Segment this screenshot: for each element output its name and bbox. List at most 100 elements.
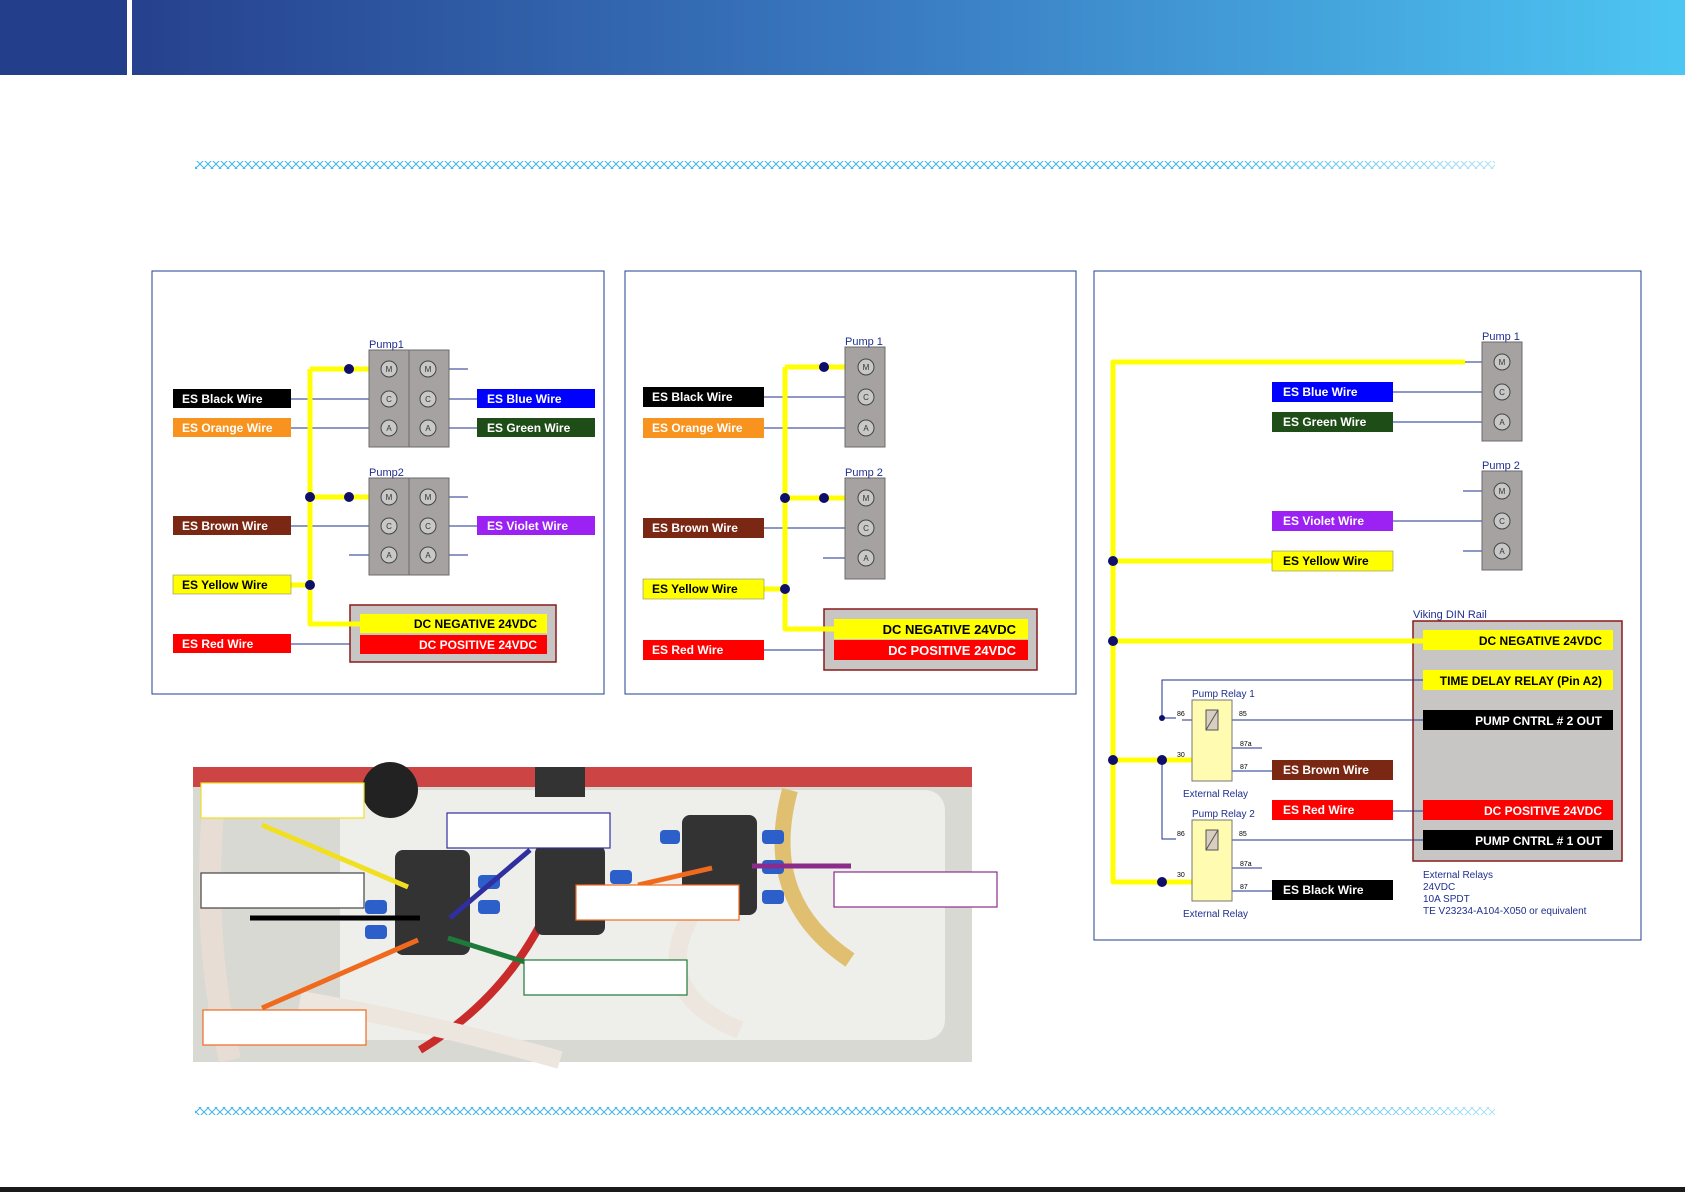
- p3-pump2: Pump 2 M C A: [1481, 460, 1523, 571]
- svg-text:10A SPDT: 10A SPDT: [1423, 894, 1470, 905]
- svg-text:C: C: [863, 524, 869, 533]
- svg-text:86: 86: [1177, 711, 1185, 718]
- svg-text:A: A: [386, 424, 392, 433]
- p3-label-black: ES Black Wire: [1283, 883, 1364, 897]
- p3-pump1: Pump 1 M C A: [1481, 331, 1523, 442]
- p1-label-yellow: ES Yellow Wire: [182, 578, 268, 592]
- svg-text:C: C: [425, 522, 431, 531]
- p3-label-green: ES Green Wire: [1283, 415, 1367, 429]
- wiring-photo: [193, 762, 998, 1069]
- svg-text:Pump Relay 1: Pump Relay 1: [1192, 689, 1255, 700]
- svg-text:External Relays: External Relays: [1423, 870, 1493, 881]
- p2-label-red: ES Red Wire: [652, 643, 724, 657]
- svg-text:M: M: [1499, 358, 1506, 367]
- p1-wire-labels: ES Black Wire ES Orange Wire ES Brown Wi…: [172, 389, 595, 653]
- svg-text:A: A: [863, 554, 869, 563]
- diagram-panel-2: DC NEGATIVE 24VDC DC POSITIVE 24VDC Pump…: [624, 270, 1077, 695]
- p2-label-brown: ES Brown Wire: [652, 521, 738, 535]
- svg-text:Pump 2: Pump 2: [1482, 460, 1520, 472]
- svg-text:A: A: [425, 424, 431, 433]
- p1-label-black: ES Black Wire: [182, 392, 263, 406]
- p1-label-red: ES Red Wire: [182, 637, 254, 651]
- p3-label-yellow: ES Yellow Wire: [1283, 554, 1369, 568]
- svg-text:M: M: [425, 493, 432, 502]
- p2-wire-labels: ES Black Wire ES Orange Wire ES Brown Wi…: [642, 387, 765, 660]
- svg-text:Pump 1: Pump 1: [845, 336, 883, 348]
- p3-pump-relay-2: Pump Relay 2 External Relay 86 85 30 87a 87: [1177, 809, 1255, 920]
- svg-text:Pump1: Pump1: [369, 339, 404, 351]
- p1-label-brown: ES Brown Wire: [182, 519, 268, 533]
- p3-relay-notes: External Relays 24VDC 10A SPDT TE V23234…: [1423, 870, 1587, 917]
- p1-label-violet: ES Violet Wire: [487, 519, 568, 533]
- svg-text:TE V23234-A104-X050 or equival: TE V23234-A104-X050 or equivalent: [1423, 906, 1587, 917]
- svg-text:External Relay: External Relay: [1183, 789, 1248, 800]
- p2-dc-negative-label: DC NEGATIVE 24VDC: [883, 622, 1017, 637]
- p3-pump-relay-1: Pump Relay 1 External Relay 86 85 30 87a 87: [1177, 689, 1255, 800]
- svg-text:M: M: [863, 494, 870, 503]
- svg-text:External Relay: External Relay: [1183, 909, 1248, 920]
- p1-dc-positive-label: DC POSITIVE 24VDC: [419, 638, 537, 652]
- p1-label-orange: ES Orange Wire: [182, 421, 273, 435]
- header-bar: [132, 0, 1685, 75]
- p1-dc-negative-label: DC NEGATIVE 24VDC: [414, 617, 537, 631]
- p3-time-delay: TIME DELAY RELAY (Pin A2): [1440, 674, 1602, 688]
- p3-din-rail-terminals: DC NEGATIVE 24VDC TIME DELAY RELAY (Pin …: [1423, 630, 1613, 850]
- bottom-decorative-rule: [195, 1107, 1495, 1115]
- p3-din-rail-label: Viking DIN Rail: [1413, 609, 1487, 621]
- p3-dc-negative: DC NEGATIVE 24VDC: [1479, 634, 1602, 648]
- p2-label-black: ES Black Wire: [652, 390, 733, 404]
- bottom-edge: [0, 1187, 1685, 1192]
- p3-label-blue: ES Blue Wire: [1283, 385, 1358, 399]
- svg-text:87: 87: [1240, 764, 1248, 771]
- p2-label-orange: ES Orange Wire: [652, 421, 743, 435]
- top-decorative-rule: [195, 161, 1495, 169]
- svg-text:M: M: [863, 363, 870, 372]
- p2-pump1: Pump 1 M C A: [844, 336, 886, 448]
- p3-dc-positive: DC POSITIVE 24VDC: [1484, 804, 1602, 818]
- svg-text:85: 85: [1239, 831, 1247, 838]
- svg-text:C: C: [863, 393, 869, 402]
- svg-text:C: C: [386, 395, 392, 404]
- p3-label-brown: ES Brown Wire: [1283, 763, 1369, 777]
- svg-text:Pump 2: Pump 2: [845, 467, 883, 479]
- svg-text:Pump2: Pump2: [369, 467, 404, 479]
- svg-text:86: 86: [1177, 831, 1185, 838]
- svg-text:C: C: [425, 395, 431, 404]
- svg-text:A: A: [863, 424, 869, 433]
- p1-pump2: Pump2 MCA MCA: [368, 467, 450, 576]
- svg-text:M: M: [1499, 487, 1506, 496]
- p3-pump-cntrl-2: PUMP CNTRL # 2 OUT: [1475, 714, 1603, 728]
- svg-text:87a: 87a: [1240, 741, 1252, 748]
- p1-label-green: ES Green Wire: [487, 421, 571, 435]
- p3-label-violet: ES Violet Wire: [1283, 514, 1364, 528]
- p2-label-yellow: ES Yellow Wire: [652, 582, 738, 596]
- svg-text:87a: 87a: [1240, 861, 1252, 868]
- svg-text:30: 30: [1177, 872, 1185, 879]
- svg-text:Pump Relay 2: Pump Relay 2: [1192, 809, 1255, 820]
- p1-label-blue: ES Blue Wire: [487, 392, 562, 406]
- svg-text:C: C: [1499, 388, 1505, 397]
- p1-pump1: Pump1 M C A M C A: [368, 339, 450, 448]
- header-bar-left: [0, 0, 127, 75]
- p2-dc-positive-label: DC POSITIVE 24VDC: [888, 643, 1016, 658]
- svg-text:A: A: [1499, 547, 1505, 556]
- svg-text:C: C: [1499, 517, 1505, 526]
- svg-text:M: M: [386, 365, 393, 374]
- diagram-panel-3: Viking DIN Rail: [1093, 270, 1642, 941]
- diagram-panel-1: DC NEGATIVE 24VDC DC POSITIVE 24VDC Pump…: [151, 270, 605, 695]
- svg-text:30: 30: [1177, 752, 1185, 759]
- p2-pump2: Pump 2 M C A: [844, 467, 886, 580]
- svg-text:87: 87: [1240, 884, 1248, 891]
- svg-text:85: 85: [1239, 711, 1247, 718]
- svg-text:M: M: [425, 365, 432, 374]
- svg-text:C: C: [386, 522, 392, 531]
- svg-text:24VDC: 24VDC: [1423, 882, 1455, 893]
- p3-pump-cntrl-1: PUMP CNTRL # 1 OUT: [1475, 834, 1603, 848]
- svg-text:A: A: [386, 551, 392, 560]
- svg-text:Pump 1: Pump 1: [1482, 331, 1520, 343]
- svg-text:A: A: [1499, 418, 1505, 427]
- p3-wire-labels: ES Blue Wire ES Green Wire ES Violet Wir…: [1271, 382, 1394, 900]
- svg-text:M: M: [386, 493, 393, 502]
- p3-label-red: ES Red Wire: [1283, 803, 1355, 817]
